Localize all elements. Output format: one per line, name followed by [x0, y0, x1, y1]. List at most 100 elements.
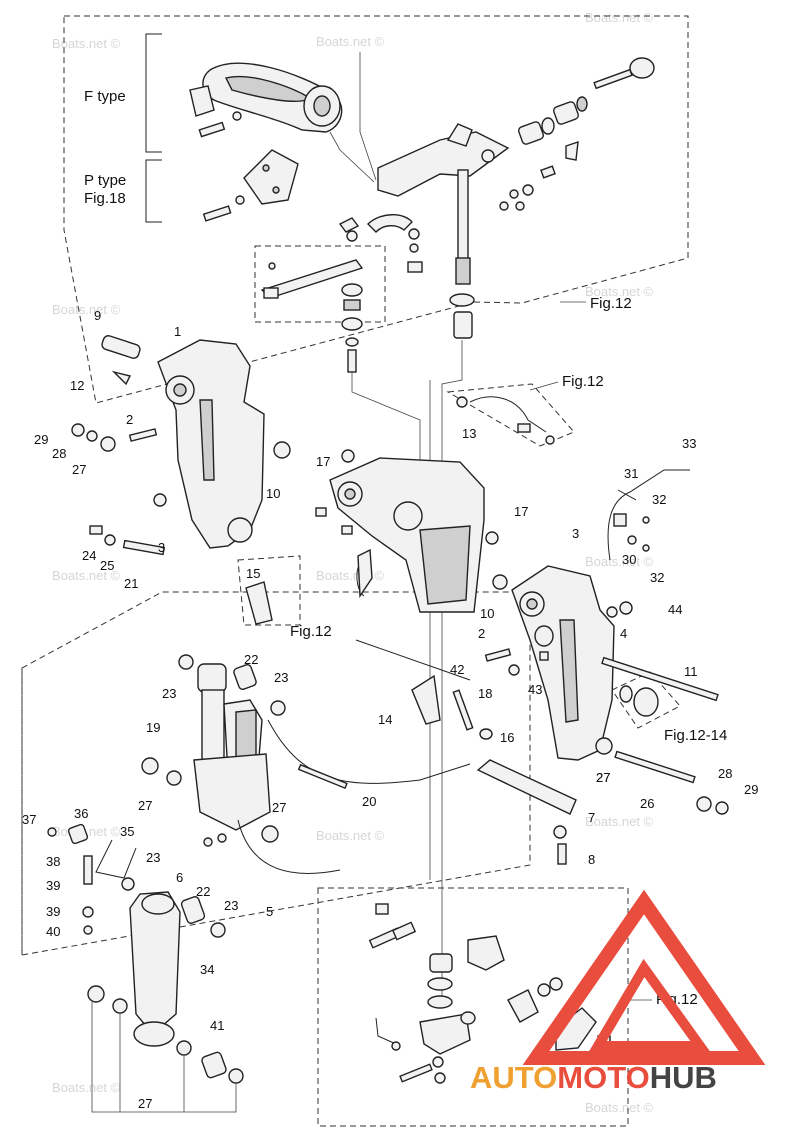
part-number: 22: [244, 652, 258, 667]
part-number: 22: [196, 884, 210, 899]
part-number: 31: [624, 466, 638, 481]
part-number: 9: [94, 308, 101, 323]
part-number: 11: [684, 664, 698, 679]
part-number: 6: [176, 870, 183, 885]
part-number: 35: [120, 824, 134, 839]
type-bracket: F type P type Fig.18: [84, 33, 162, 223]
part-number: 23: [146, 850, 160, 865]
tilt-tube-lower: [595, 737, 729, 815]
watermark: Boats.net ©: [585, 284, 654, 299]
lower-tilt-stopper-group: [368, 903, 611, 1084]
part-number: 27: [138, 1096, 152, 1111]
part-number: 27: [72, 462, 86, 477]
part-number: 27: [596, 770, 610, 785]
part-number: 24: [82, 548, 96, 563]
bracket-p-type: [202, 149, 299, 222]
fig12-ref-mid: Fig.12: [290, 623, 332, 640]
tilt-cylinder: [47, 823, 244, 1113]
part-number: 23: [274, 670, 288, 685]
part-number: 16: [500, 730, 514, 745]
part-number: 23: [162, 686, 176, 701]
group-outlines: [21, 15, 689, 1127]
part-number: 23: [224, 898, 238, 913]
part-number: 38: [46, 854, 60, 869]
watermark: Boats.net ©: [585, 1100, 654, 1115]
logo-text-auto: AUTOMOTOHUB: [470, 1060, 717, 1095]
fig12-ref-top: Fig.12: [590, 295, 632, 312]
hose-fittings: [456, 396, 555, 445]
part-number: 2: [126, 412, 133, 427]
part-number: 40: [46, 924, 60, 939]
tilt-lever-parts: [355, 548, 493, 740]
part-number: 7: [588, 810, 595, 825]
watermark: Boats.net ©: [585, 814, 654, 829]
part-number: 13: [462, 426, 476, 441]
watermark: Boats.net ©: [52, 36, 121, 51]
part-number: 17: [316, 454, 330, 469]
f-type-label: F type: [84, 88, 126, 105]
part-number: 39: [46, 878, 60, 893]
part-number: 42: [450, 662, 464, 677]
part-number: 17: [514, 504, 528, 519]
tilt-shaft-right: [601, 656, 719, 717]
tilt-tube-fittings: [499, 57, 655, 211]
part-number: 14: [378, 712, 392, 727]
part-number: 39: [46, 904, 60, 919]
part-number: 27: [138, 798, 152, 813]
part-number: 41: [210, 1018, 224, 1033]
part-number: 32: [650, 570, 664, 585]
part-number: 2: [478, 626, 485, 641]
friction-plate-parts: [260, 214, 423, 299]
part-number: 26: [640, 796, 654, 811]
part-number: 36: [74, 806, 88, 821]
part-number: 20: [362, 794, 376, 809]
watermark: Boats.net ©: [52, 1080, 121, 1095]
part-number: 18: [478, 686, 492, 701]
logo-triangle-inner: [589, 958, 710, 1051]
part-number: 3: [572, 526, 579, 541]
part-number: 12: [70, 378, 84, 393]
logo-auto: AUTO: [470, 1060, 557, 1095]
part-number: 28: [718, 766, 732, 781]
bracket-group-outline: [254, 245, 386, 323]
watermark: Boats.net ©: [316, 568, 385, 583]
watermark: Boats.net ©: [52, 302, 121, 317]
part-number: 4: [620, 626, 627, 641]
part-number: 33: [682, 436, 696, 451]
part-number: 25: [100, 558, 114, 573]
part-number: 3: [158, 540, 165, 555]
part-number: 27: [272, 800, 286, 815]
part-number: 37: [22, 812, 36, 827]
fig12-14-ref: Fig.12-14: [664, 727, 727, 744]
clamp-bracket-right: [484, 565, 633, 761]
p-type-fig-label: Fig.18: [84, 190, 126, 207]
logo-hub: HUB: [650, 1060, 717, 1095]
power-trim-tilt-unit: [141, 654, 471, 874]
part-number: 44: [668, 602, 682, 617]
part-number: 32: [652, 492, 666, 507]
automotohub-logo: AUTOMOTOHUB: [470, 889, 766, 1095]
part-number: 1: [174, 324, 181, 339]
part-number-callouts: 1 2 2 3 3 4 5 6 7 8 9 10 10 11 12 13 14 …: [22, 308, 758, 1111]
steering-handle-f-type: [189, 62, 343, 138]
part-number: 15: [246, 566, 260, 581]
part-number: 30: [622, 552, 636, 567]
lower-group-outline: [317, 887, 629, 1127]
part-number: 21: [124, 576, 138, 591]
watermark: Boats.net ©: [585, 554, 654, 569]
watermark: Boats.net ©: [316, 34, 385, 49]
part-number: 5: [266, 904, 273, 919]
watermark: Boats.net ©: [52, 568, 121, 583]
part-number: 8: [588, 852, 595, 867]
part-number: 10: [266, 486, 280, 501]
part-number: 43: [528, 682, 542, 697]
part-number: 10: [480, 606, 494, 621]
part-number: 19: [146, 720, 160, 735]
part-number: 34: [200, 962, 214, 977]
part-number: 29: [34, 432, 48, 447]
logo-triangle-outer: [522, 889, 766, 1065]
trim-sender-wires: [607, 469, 690, 561]
steering-arm: [377, 123, 510, 285]
fig12-ref-right: Fig.12: [562, 373, 604, 390]
